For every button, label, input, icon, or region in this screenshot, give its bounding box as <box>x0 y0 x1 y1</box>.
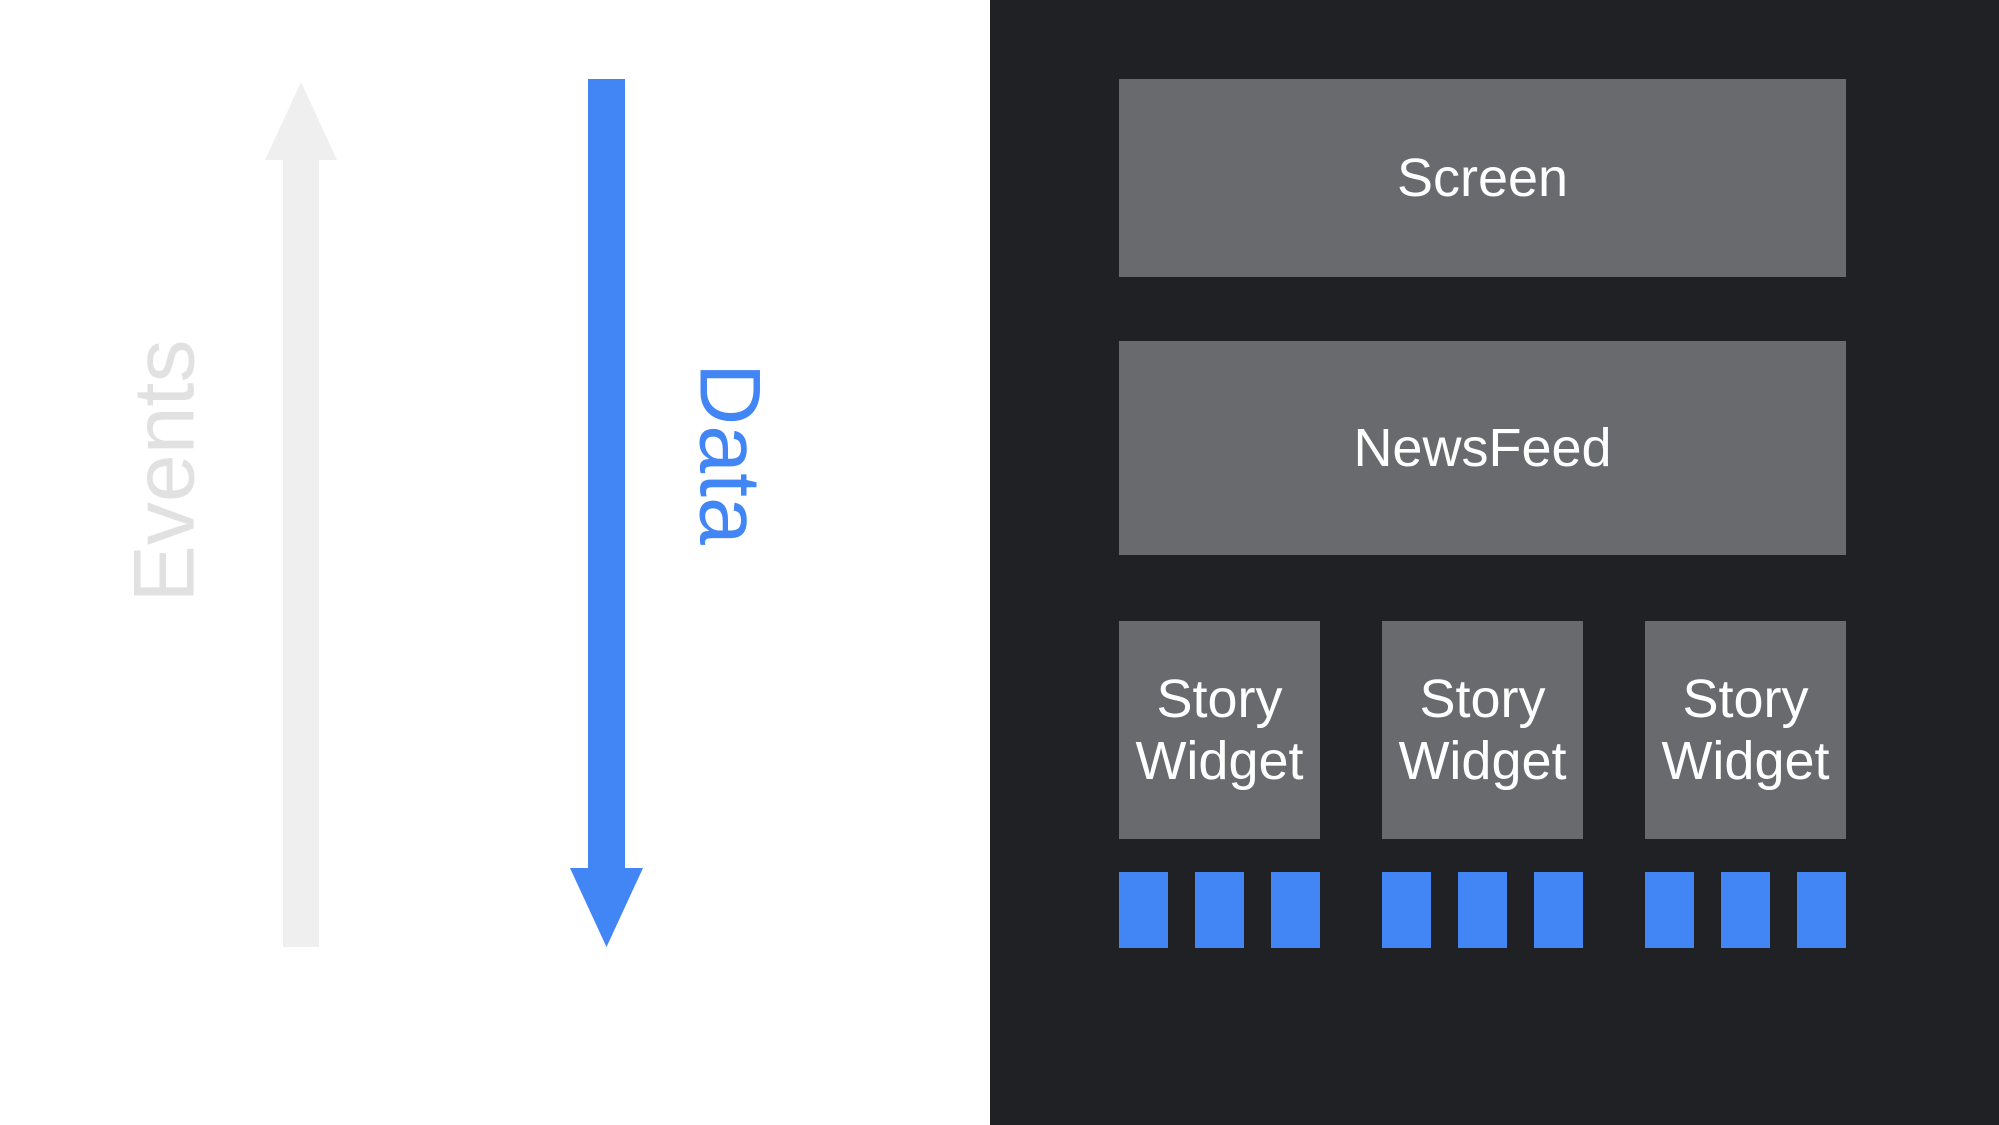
story-widget-row: Story Widget Story Widget <box>1119 621 1846 948</box>
app-screen-panel: Screen NewsFeed Story Widget Story Widge… <box>990 0 1999 1125</box>
events-label: Events <box>116 339 213 603</box>
newsfeed-label: NewsFeed <box>1353 418 1612 478</box>
story-data-squares <box>1645 872 1846 948</box>
events-up-arrow-shaft <box>283 160 319 947</box>
data-square <box>1458 872 1507 948</box>
story-widget-column: Story Widget <box>1119 621 1320 948</box>
data-square <box>1534 872 1583 948</box>
data-down-arrow-head-icon <box>570 868 643 947</box>
data-down-arrow-shaft <box>588 79 625 868</box>
data-label: Data <box>681 363 778 545</box>
story-widget-label: Story Widget <box>1398 669 1567 791</box>
data-square <box>1382 872 1431 948</box>
story-widget-box: Story Widget <box>1119 621 1320 839</box>
story-widget-label: Story Widget <box>1661 669 1830 791</box>
events-up-arrow-head-icon <box>265 82 337 160</box>
story-widget-column: Story Widget <box>1382 621 1583 948</box>
data-square <box>1645 872 1694 948</box>
story-widget-label: Story Widget <box>1135 669 1304 791</box>
story-data-squares <box>1119 872 1320 948</box>
story-widget-box: Story Widget <box>1382 621 1583 839</box>
data-square <box>1195 872 1244 948</box>
newsfeed-box: NewsFeed <box>1119 341 1846 555</box>
data-square <box>1721 872 1770 948</box>
story-data-squares <box>1382 872 1583 948</box>
data-square <box>1119 872 1168 948</box>
story-widget-box: Story Widget <box>1645 621 1846 839</box>
story-widget-column: Story Widget <box>1645 621 1846 948</box>
screen-box: Screen <box>1119 79 1846 277</box>
data-square <box>1271 872 1320 948</box>
screen-label: Screen <box>1396 148 1569 208</box>
data-square <box>1797 872 1846 948</box>
